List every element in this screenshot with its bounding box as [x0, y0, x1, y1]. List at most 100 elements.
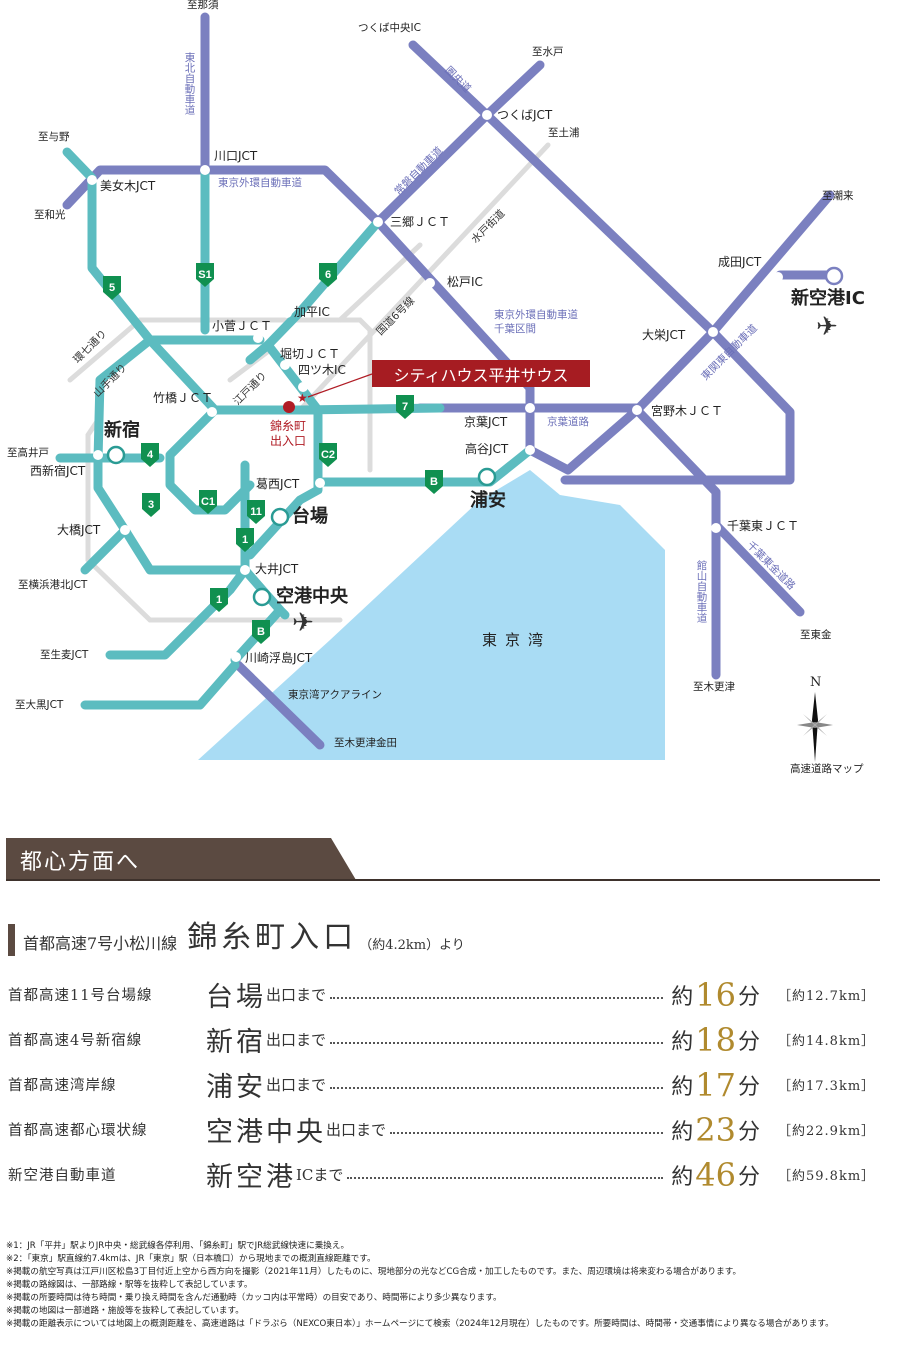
label-chiba-higashi-jct: 千葉東ＪＣＴ [727, 519, 800, 533]
road-gaikan: 東京外環自動車道 [218, 177, 302, 189]
dest-wako: 至和光 [34, 209, 66, 221]
dest-yono: 至与野 [38, 131, 70, 143]
dest-kisarazu-kaneda: 至木更津金田 [334, 737, 397, 749]
label-ohashi-jct: 大橋JCT [57, 523, 101, 537]
map-title: 高速道路マップ [790, 763, 864, 775]
star-icon: ★ [297, 391, 308, 405]
dest-togane: 至東金 [800, 629, 832, 641]
road-tohoku: 東北自動車道 [183, 52, 196, 115]
road-gaikan-chiba-2: 千葉区間 [494, 323, 536, 335]
route-dest: 浦安 [206, 1072, 266, 1103]
property-callout: シティハウス平井サウス [372, 360, 590, 387]
label-miyanogi-jct: 宮野木ＪＣＴ [651, 404, 724, 418]
route-km: ［約22.9km］ [778, 1124, 876, 1139]
dest-mito: 至水戸 [532, 46, 564, 58]
road-keiyo: 京葉道路 [547, 416, 589, 428]
route-km: ［約59.8km］ [778, 1169, 876, 1184]
shinkuko-ic-circle [824, 266, 844, 286]
dest-itako: 至潮来 [822, 190, 854, 202]
bay-label: 東京湾 [482, 631, 552, 649]
label-kuko-chuo: 空港中央 [276, 586, 348, 607]
route-road: 首都高速11号台場線 [8, 988, 153, 1004]
origin-route: 首都高速7号小松川線 [23, 934, 178, 953]
svg-text:4: 4 [147, 449, 154, 461]
svg-text:C1: C1 [201, 496, 215, 508]
route-minutes: 18 [695, 1020, 736, 1059]
compass-north-label: N [810, 675, 822, 690]
dotted-leader [330, 996, 664, 999]
route-row: 首都高速4号新宿線 新宿 出口まで 約 18 分 ［約14.8km］ [8, 1017, 878, 1062]
route-dest: 新宿 [206, 1027, 266, 1058]
footnote: ※掲載の地図は一部道路・施設等を抜粋して表記しています。 [6, 1306, 244, 1316]
dotted-leader [390, 1131, 664, 1134]
map-graphics: ★ S1 5 6 4 3 C1 C2 11 1 1 B B 7 [55, 12, 844, 760]
footnote: ※2：「東京」駅直線約7.4kmは、JR「東京」駅（日本橋口）から現地までの概測… [6, 1254, 376, 1264]
route-road: 首都高速4号新宿線 [8, 1033, 143, 1049]
airplane-icon-narita: ✈ [816, 312, 838, 342]
footnote: ※掲載の距離表示については地図上の概測距離を、高速道路は「ドラぷら（NEXCO東… [6, 1319, 834, 1329]
route-dest: 台場 [206, 982, 266, 1013]
entrance-label-1: 錦糸町 [270, 419, 307, 433]
label-matsudo-ic: 松戸IC [447, 275, 483, 289]
airplane-icon-haneda: ✈ [292, 608, 314, 638]
svg-text:S1: S1 [198, 269, 211, 281]
label-nishishinjuku-jct: 西新宿JCT [30, 464, 86, 478]
entrance-dot [283, 401, 295, 413]
tokyo-bay [198, 470, 665, 760]
label-kawaguchi-jct: 川口JCT [214, 149, 258, 163]
label-kawasaki-ukishima-jct: 川崎浮島JCT [245, 651, 313, 665]
footnote: ※掲載の航空写真は江戸川区松島3丁目付近上空から西方向を撮影（2021年11月）… [6, 1267, 742, 1277]
dotted-leader [347, 1176, 664, 1179]
dest-namamugi: 至生麦JCT [40, 649, 89, 661]
entrance-label-2: 出入口 [270, 434, 307, 448]
dotted-leader [330, 1041, 664, 1044]
label-tsukuba-chuo-ic: つくば中央IC [358, 22, 421, 34]
footnotes: ※1：JR「平井」駅よりJR中央・総武線各停利用、「錦糸町」駅でJR総武線快速に… [6, 1240, 892, 1331]
origin-bar [8, 924, 15, 956]
label-misato-jct: 三郷ＪＣＴ [390, 215, 451, 229]
expressway-map: ★ S1 5 6 4 3 C1 C2 11 1 1 B B 7 至那須 至与野 … [7, 0, 865, 775]
svg-text:5: 5 [109, 282, 115, 294]
route-road: 新空港自動車道 [8, 1168, 117, 1184]
route-minutes: 23 [695, 1110, 736, 1149]
dest-takaido: 至高井戸 [7, 447, 49, 459]
label-bijogi-jct: 美女木JCT [100, 179, 156, 193]
dest-tsuchiura: 至土浦 [548, 127, 580, 139]
svg-text:7: 7 [402, 401, 408, 413]
route-shields: S1 5 6 4 3 C1 C2 11 1 1 B B 7 [103, 263, 443, 644]
route-minutes: 46 [695, 1155, 736, 1194]
route-dest: 新空港 [206, 1162, 296, 1193]
route-km: ［約14.8km］ [778, 1034, 876, 1049]
label-daiba: 台場 [292, 506, 328, 527]
route-list: 首都高速11号台場線 台場 出口まで 約 16 分 ［約12.7km］ 首都高速… [8, 972, 878, 1197]
route-dest: 空港中央 [206, 1117, 326, 1148]
svg-text:C2: C2 [321, 449, 335, 461]
dest-yokohama-kohoku: 至横浜港北JCT [18, 579, 88, 591]
route-row: 首都高速湾岸線 浦安 出口まで 約 17 分 ［約17.3km］ [8, 1062, 878, 1107]
origin-line: 首都高速7号小松川線 錦糸町入口 （約4.2km）より [8, 912, 465, 956]
shuto-expressways [55, 147, 535, 710]
label-taiei-jct: 大栄JCT [642, 328, 686, 342]
svg-text:1: 1 [242, 534, 248, 546]
route-minutes: 17 [695, 1065, 736, 1104]
label-kosuge-jct: 小菅ＪＣＴ [212, 319, 273, 333]
section-header: 都心方面へ [6, 838, 880, 882]
footnote: ※掲載の所要時間は待ち時間・乗り換え時間を含んだ通勤時（カッコ内は平常時）の目安… [6, 1293, 502, 1303]
road-aqualine: 東京湾アクアライン [288, 689, 382, 701]
dest-daikoku: 至大黒JCT [15, 699, 64, 711]
dest-nasu: 至那須 [187, 0, 219, 11]
label-urayasu: 浦安 [470, 490, 506, 511]
svg-text:3: 3 [148, 499, 154, 511]
svg-text:6: 6 [325, 269, 331, 281]
label-kasai-jct: 葛西JCT [256, 477, 300, 491]
label-takebashi-jct: 竹橋ＪＣＴ [153, 391, 214, 405]
label-kahei-ic: 加平IC [294, 305, 330, 319]
label-tsukuba-jct: つくばJCT [497, 108, 553, 122]
route-row: 首都高速都心環状線 空港中央 出口まで 約 23 分 ［約22.9km］ [8, 1107, 878, 1152]
route-road: 首都高速湾岸線 [8, 1078, 117, 1094]
dest-kisarazu: 至木更津 [693, 681, 735, 693]
footnote: ※1：JR「平井」駅よりJR中央・総武線各停利用、「錦糸町」駅でJR総武線快速に… [6, 1241, 350, 1251]
road-tateyama: 館山自動車道 [695, 560, 708, 623]
footnote: ※掲載の路線図は、一部路線・駅等を抜粋して表記しています。 [6, 1280, 253, 1290]
label-koya-jct: 高谷JCT [465, 442, 509, 456]
